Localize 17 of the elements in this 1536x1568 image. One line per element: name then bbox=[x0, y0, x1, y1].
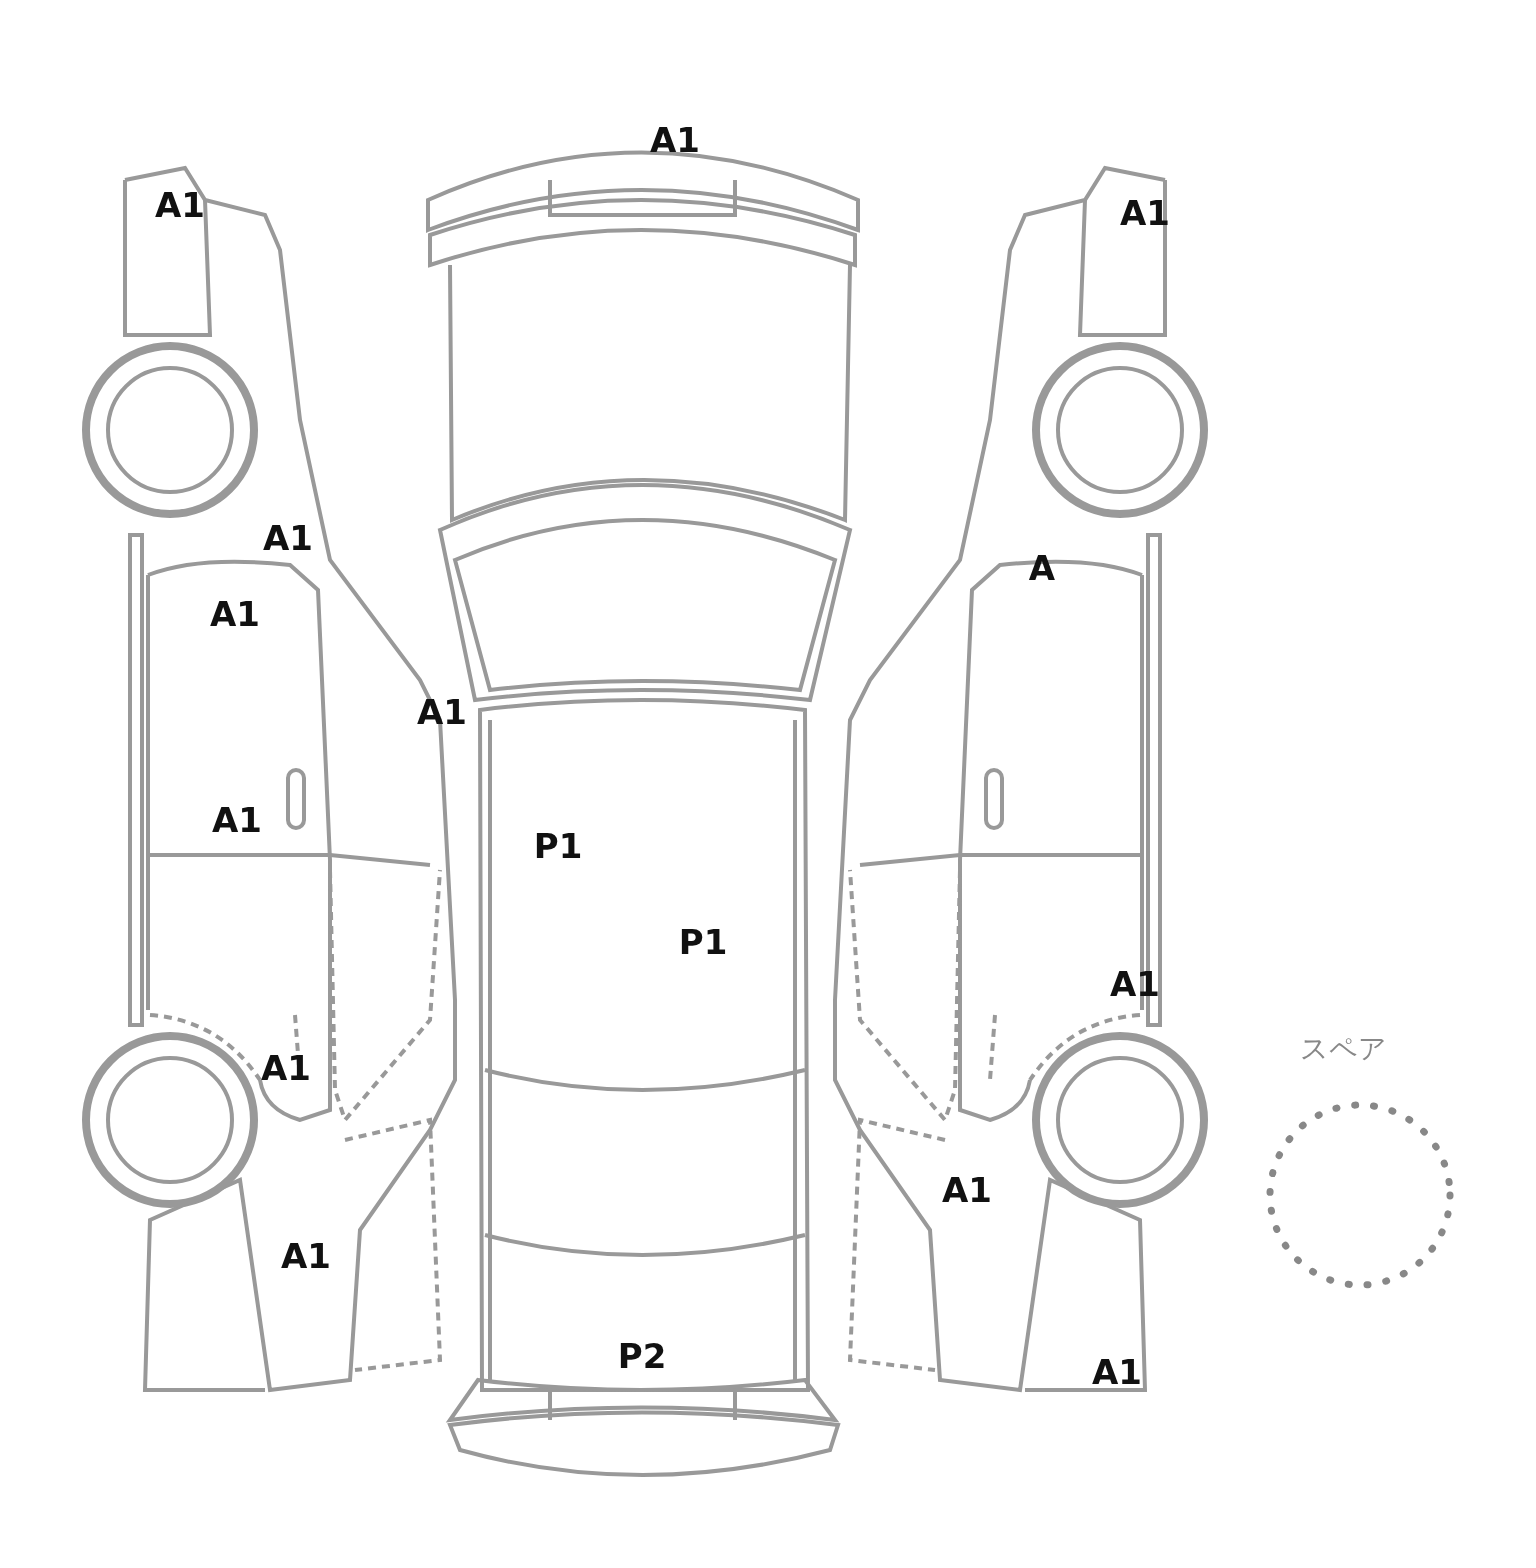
damage-code: P1 bbox=[678, 925, 728, 959]
damage-code: P2 bbox=[617, 1339, 667, 1373]
damage-code: A bbox=[1028, 551, 1056, 585]
damage-code: A1 bbox=[417, 695, 467, 729]
spare-label: スペア bbox=[1300, 1031, 1387, 1067]
damage-code: A1 bbox=[210, 597, 260, 631]
damage-code: A1 bbox=[1120, 196, 1170, 230]
damage-code: A1 bbox=[155, 188, 205, 222]
damage-code: A1 bbox=[942, 1173, 992, 1207]
damage-code: P1 bbox=[533, 829, 583, 863]
damage-code: A1 bbox=[650, 123, 700, 157]
damage-code: A1 bbox=[1092, 1355, 1142, 1389]
damage-code: A1 bbox=[261, 1051, 311, 1085]
damage-code: A1 bbox=[212, 803, 262, 837]
damage-code: A1 bbox=[1110, 967, 1160, 1001]
damage-code: A1 bbox=[263, 521, 313, 555]
damage-code: A1 bbox=[281, 1239, 331, 1273]
